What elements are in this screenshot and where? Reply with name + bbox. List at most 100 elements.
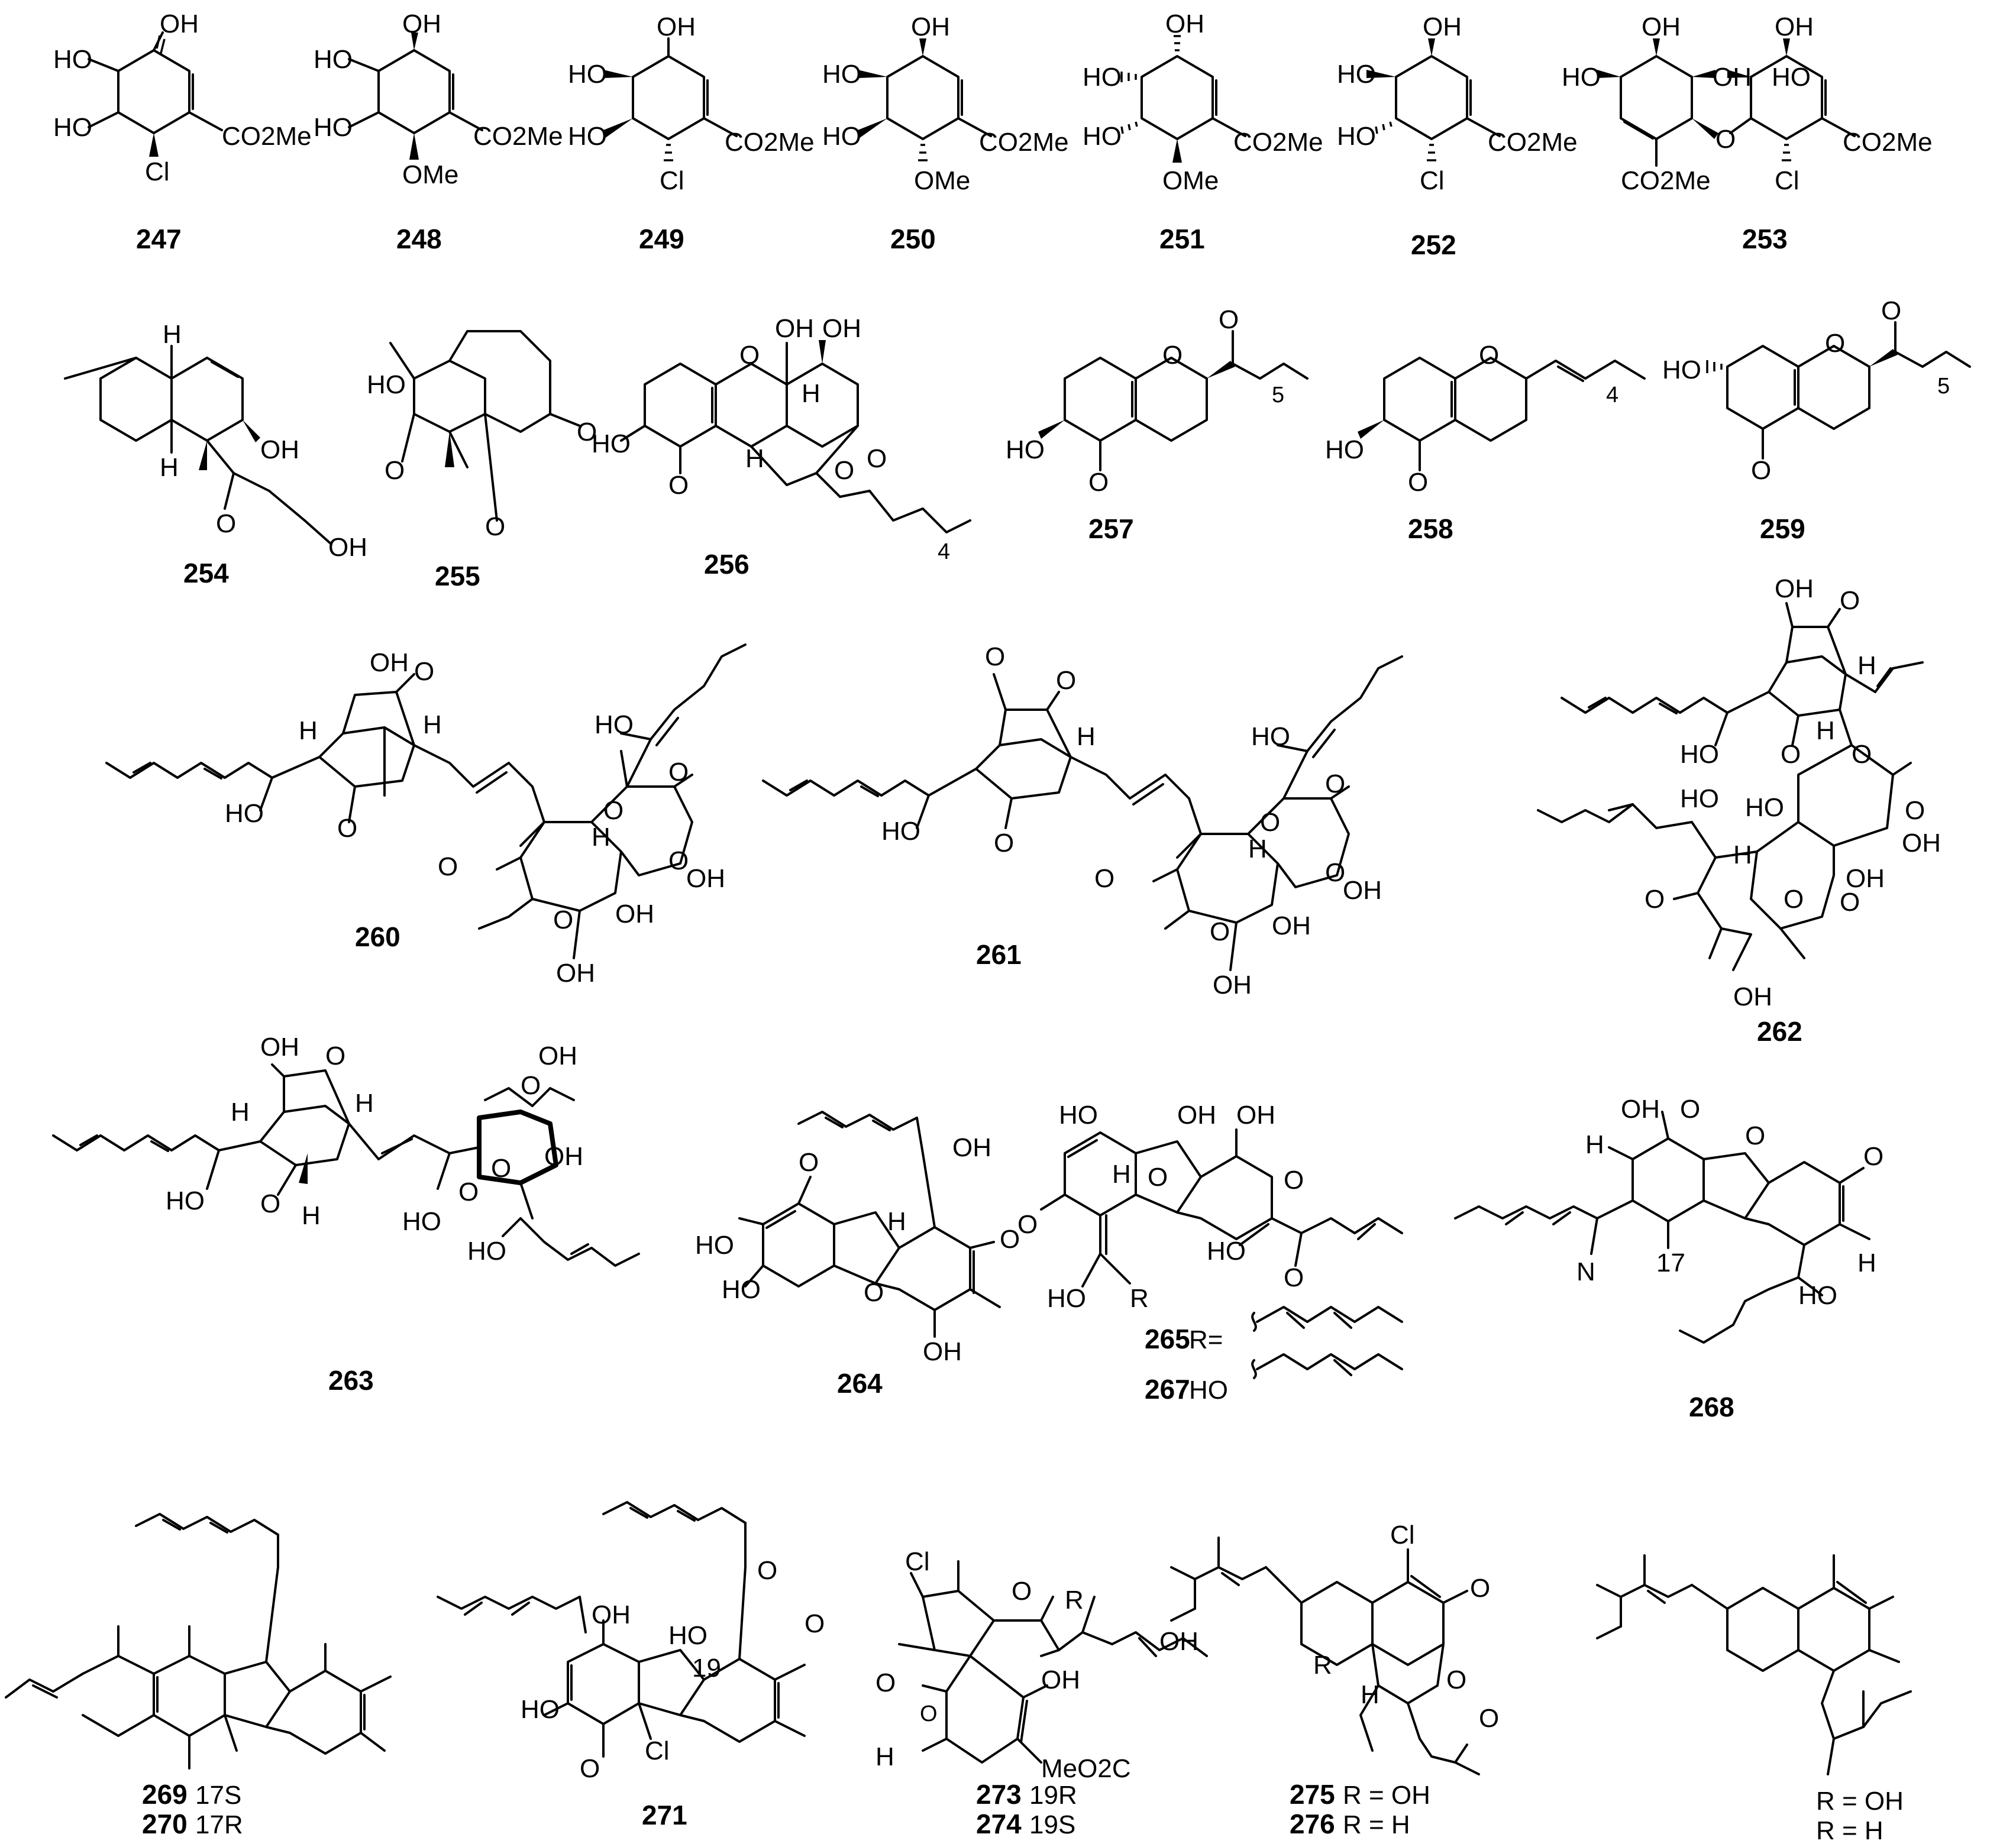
compound-259: HO O O 5 O 259 xyxy=(1662,296,1971,544)
atom-label: OH xyxy=(822,314,861,343)
atom-label: O xyxy=(1000,1225,1020,1254)
atom-label: HO xyxy=(1662,355,1701,384)
compound-number: 267 xyxy=(1145,1374,1190,1405)
atom-label: O xyxy=(553,905,573,934)
atom-label: HO xyxy=(1325,435,1364,464)
atom-label: OMe xyxy=(914,166,970,195)
atom-label: H xyxy=(1361,1680,1379,1709)
atom-label: Cl xyxy=(645,1736,670,1765)
compound-271: Cl O R O O H OH MeO2C 273 19R xyxy=(875,1547,1208,1810)
atom-label: O xyxy=(337,814,357,843)
compound-number: 255 xyxy=(435,561,480,591)
atom-label: HO xyxy=(1745,793,1784,822)
atom-label: HO xyxy=(1083,122,1122,151)
atom-label: OH xyxy=(923,1337,962,1366)
compound-number: 248 xyxy=(396,224,442,254)
compound-269: 270 17R xyxy=(142,1809,243,1839)
compound-number: 264 xyxy=(837,1368,883,1399)
compound-number: 258 xyxy=(1408,513,1453,544)
atom-label: OMe xyxy=(1162,166,1219,195)
atom-label: O xyxy=(260,1189,280,1218)
stereo-caption: 19R xyxy=(1029,1781,1077,1810)
compound-number: 259 xyxy=(1760,513,1805,544)
atom-label: O xyxy=(1284,1263,1304,1292)
atom-label: CO2Me xyxy=(222,122,312,151)
atom-label: O xyxy=(799,1148,819,1177)
atom-label: 17 xyxy=(1656,1248,1685,1277)
atom-label: OH xyxy=(1159,1627,1198,1656)
atom-label: 4 xyxy=(938,539,950,564)
compound-254: H H OH O OH 254 xyxy=(64,320,367,588)
atom-label: HO xyxy=(1047,1284,1086,1313)
atom-label: O xyxy=(1781,740,1801,769)
atom-label: HO xyxy=(568,60,607,89)
compound-number: 252 xyxy=(1411,229,1456,260)
atom-label: O xyxy=(1446,1665,1466,1694)
compound-number: 261 xyxy=(976,939,1022,970)
atom-label: H xyxy=(1077,722,1096,751)
compound-265: HO OH OH O H O O HO O HO R 265 R= xyxy=(1017,1101,1403,1354)
atom-label: O xyxy=(580,1754,600,1783)
atom-label: H xyxy=(592,823,610,852)
atom-label: O xyxy=(867,444,887,473)
atom-label: OH xyxy=(1642,12,1681,41)
r-group-caption: R = OH xyxy=(1816,1787,1904,1816)
atom-label: N xyxy=(1576,1257,1595,1286)
atom-label: O xyxy=(1325,769,1345,798)
atom-label: HO xyxy=(1562,63,1601,92)
atom-label: OH xyxy=(260,1033,299,1062)
compound-255: HO O O O 255 xyxy=(367,330,597,591)
atom-label: OH xyxy=(592,1600,631,1629)
atom-label: OH xyxy=(1775,12,1814,41)
compound-number: 273 xyxy=(976,1779,1022,1810)
atom-label: HO xyxy=(1083,63,1122,92)
atom-label: H xyxy=(299,716,318,745)
stereo-caption: 19S xyxy=(1029,1810,1075,1839)
atom-label: HO xyxy=(1337,122,1376,151)
compound-274: 276 R = H xyxy=(1290,1809,1410,1839)
atom-label: CO2Me xyxy=(473,122,563,151)
atom-label: O xyxy=(438,852,458,881)
r-group-caption: HO xyxy=(1189,1376,1228,1405)
atom-label: HO xyxy=(822,122,861,151)
atom-label: OH xyxy=(657,12,696,41)
atom-label: O xyxy=(385,456,405,485)
atom-label: Cl xyxy=(1390,1521,1415,1550)
atom-label: O xyxy=(864,1278,884,1307)
atom-label: O xyxy=(985,642,1005,671)
atom-label: O xyxy=(1219,305,1239,334)
compound-249: OH HO HO CO2Me Cl 249 xyxy=(568,12,815,254)
atom-label: OH xyxy=(538,1041,577,1070)
atom-label: O xyxy=(1479,1704,1499,1733)
atom-label: Cl xyxy=(905,1547,930,1576)
atom-label: O xyxy=(216,509,236,538)
atom-label: OMe xyxy=(402,160,458,189)
atom-label: O xyxy=(485,512,505,541)
atom-label: H xyxy=(1857,651,1876,680)
atom-label: OH xyxy=(1733,982,1772,1011)
atom-label: HO xyxy=(225,799,264,828)
atom-label: Cl xyxy=(1775,166,1799,195)
atom-label: HO xyxy=(1680,740,1719,769)
atom-label: O xyxy=(1645,885,1665,914)
atom-label: O xyxy=(875,1668,896,1697)
atom-label: O xyxy=(994,829,1014,858)
atom-label: 19 xyxy=(692,1654,721,1683)
compound-264: O OH H O HO HO O OH 264 xyxy=(695,1111,1020,1399)
atom-label: O xyxy=(1284,1166,1304,1195)
atom-label: O xyxy=(1825,329,1845,358)
atom-label: O xyxy=(1680,1095,1700,1124)
atom-label: H xyxy=(163,320,182,349)
atom-label: OH xyxy=(615,900,654,929)
compound-number: 247 xyxy=(136,224,182,254)
atom-label: HO xyxy=(1798,1281,1837,1310)
atom-label: OH xyxy=(260,435,299,464)
atom-label: H xyxy=(1585,1130,1604,1159)
atom-label: H xyxy=(1248,834,1267,863)
compound-number: 269 xyxy=(142,1779,188,1810)
atom-label: MeO2C xyxy=(1041,1754,1131,1783)
atom-label: HO xyxy=(1772,63,1811,92)
atom-label: H xyxy=(355,1089,374,1118)
atom-label: O xyxy=(1012,1577,1032,1606)
compound-number: 249 xyxy=(639,224,684,254)
